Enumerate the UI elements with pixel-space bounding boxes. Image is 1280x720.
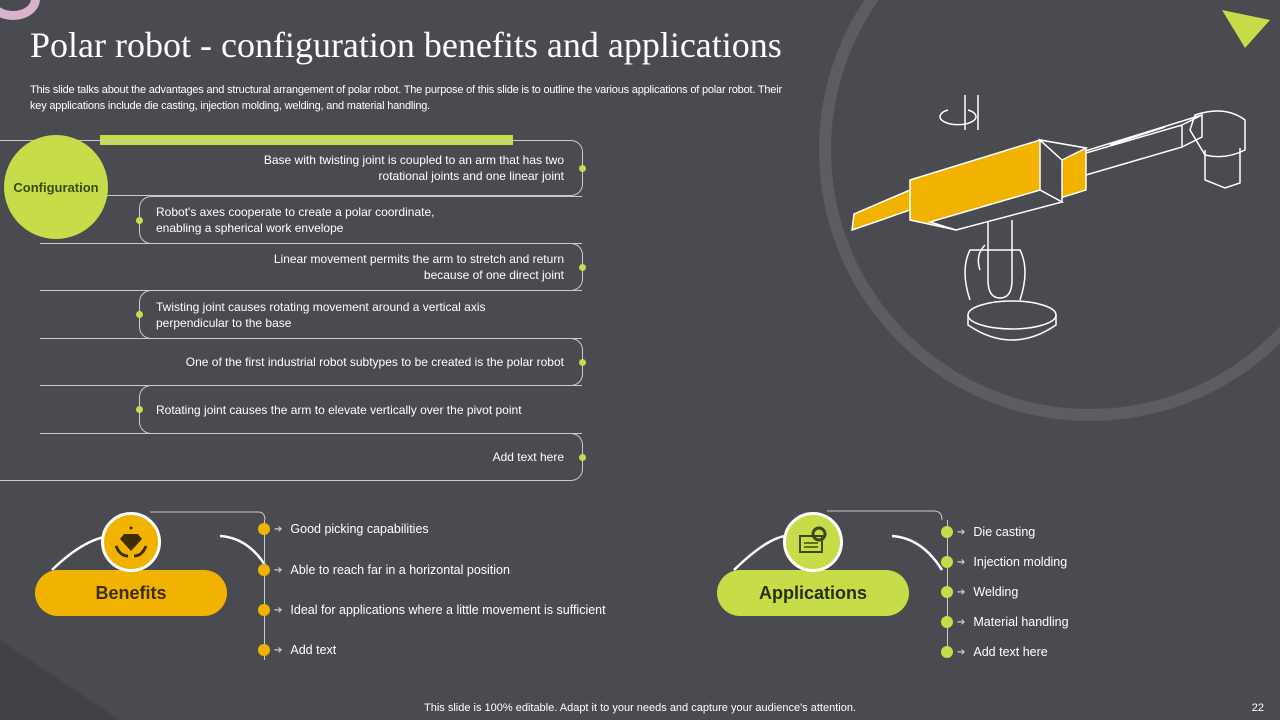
config-item: Add text here	[40, 433, 586, 481]
benefit-text: Ideal for applications where a little mo…	[290, 603, 606, 617]
config-item: Base with twisting joint is coupled to a…	[40, 140, 586, 196]
config-item: Twisting joint causes rotating movement …	[136, 290, 582, 339]
list-item: ➔ Die casting	[941, 525, 1035, 539]
arrow-icon: ➔	[957, 526, 966, 538]
bullet-dot	[941, 526, 953, 538]
list-item: ➔ Welding	[941, 585, 1018, 599]
bullet-dot	[579, 453, 586, 461]
config-text: Twisting joint causes rotating movement …	[156, 299, 486, 330]
benefit-text: Add text	[290, 643, 337, 657]
list-item: ➔ Add text	[258, 643, 336, 657]
diamond-hands-icon	[101, 512, 161, 572]
arrow-icon: ➔	[274, 523, 283, 535]
subtitle: This slide talks about the advantages an…	[30, 84, 782, 112]
bullet-dot	[258, 564, 270, 576]
bullet-dot	[579, 263, 586, 271]
benefit-text: Able to reach far in a horizontal positi…	[290, 563, 510, 577]
applications-label: Applications	[717, 570, 909, 616]
bullet-dot	[941, 616, 953, 628]
arrow-icon: ➔	[274, 604, 283, 616]
decorative-ring	[819, 0, 1280, 421]
config-text: One of the first industrial robot subtyp…	[185, 355, 564, 369]
configuration-label: Configuration	[4, 135, 108, 239]
background-shape	[0, 640, 120, 720]
bullet-dot	[941, 646, 953, 658]
list-item: ➔ Injection molding	[941, 555, 1067, 569]
config-text: Linear movement permits the arm to stret…	[273, 252, 564, 282]
list-item: ➔ Ideal for applications where a little m…	[258, 603, 606, 617]
bullet-dot	[941, 556, 953, 568]
bullet-dot	[941, 586, 953, 598]
benefits-line	[264, 520, 265, 660]
config-text: Rotating joint causes the arm to elevate…	[156, 402, 522, 417]
benefits-label: Benefits	[35, 570, 227, 616]
arrow-icon: ➔	[274, 644, 283, 656]
application-text: Add text here	[973, 645, 1048, 659]
application-text: Injection molding	[973, 555, 1068, 569]
list-item: ➔ Material handling	[941, 615, 1069, 629]
config-text: Robot's axes cooperate to create a polar…	[156, 205, 435, 235]
config-item: Linear movement permits the arm to stret…	[40, 243, 586, 291]
page-number: 22	[1251, 702, 1264, 714]
application-text: Welding	[973, 585, 1019, 599]
bullet-dot	[136, 216, 143, 224]
config-item: One of the first industrial robot subtyp…	[40, 338, 586, 386]
config-text: Base with twisting joint is coupled to a…	[263, 153, 564, 183]
config-text: Add text here	[492, 450, 564, 464]
arrow-icon: ➔	[957, 646, 966, 658]
bullet-dot	[258, 644, 270, 656]
application-text: Die casting	[973, 525, 1036, 539]
bullet-dot	[258, 523, 270, 535]
arrow-icon: ➔	[957, 556, 966, 568]
list-item: ➔ Add text here	[941, 645, 1048, 659]
decorative-ring-pink	[0, 0, 40, 20]
config-item: Robot's axes cooperate to create a polar…	[136, 196, 582, 244]
benefit-text: Good picking capabilities	[290, 522, 429, 536]
divider	[0, 480, 60, 481]
list-item: ➔ Good picking capabilities	[258, 522, 429, 536]
arrow-icon: ➔	[957, 616, 966, 628]
bullet-dot	[579, 358, 586, 366]
bullet-dot	[579, 164, 586, 172]
arrow-icon: ➔	[274, 564, 283, 576]
bullet-dot	[136, 406, 143, 413]
application-text: Material handling	[973, 615, 1069, 629]
list-item: ➔ Able to reach far in a horizontal posit…	[258, 563, 510, 577]
gear-window-icon	[783, 512, 843, 572]
decorative-triangle	[1222, 10, 1270, 48]
footer-note: This slide is 100% editable. Adapt it to…	[424, 702, 856, 714]
page-title: Polar robot - configuration benefits and…	[30, 25, 782, 65]
bullet-dot	[136, 311, 143, 318]
arrow-icon: ➔	[957, 586, 966, 598]
polar-robot-illustration	[851, 95, 1246, 341]
config-item: Rotating joint causes the arm to elevate…	[136, 385, 582, 434]
bullet-dot	[258, 604, 270, 616]
